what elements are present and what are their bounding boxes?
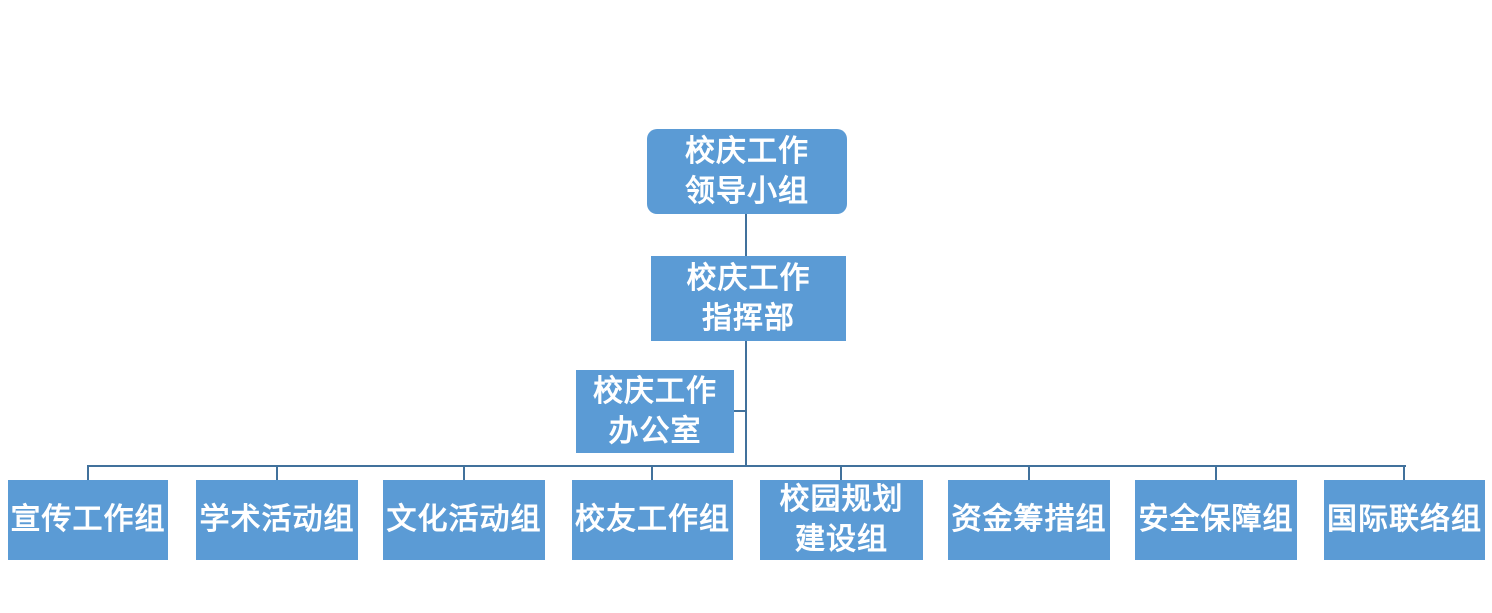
connector-groups-bus (87, 465, 1406, 467)
org-node-fundraising-group: 资金筹措组 (948, 480, 1110, 560)
connector-leading-to-command (745, 213, 747, 257)
org-node-anniversary-command-center: 校庆工作 指挥部 (651, 256, 846, 341)
org-node-international-liaison-group: 国际联络组 (1324, 480, 1485, 560)
org-node-label: 国际联络组 (1327, 503, 1482, 537)
org-node-anniversary-leading-group: 校庆工作 领导小组 (647, 129, 847, 214)
org-node-label: 宣传工作组 (10, 503, 166, 537)
connector-drop-publicity (87, 465, 89, 480)
org-node-label: 校庆工作 办公室 (593, 374, 717, 448)
connector-drop-alumni (651, 465, 653, 480)
org-node-label: 校园规划 建设组 (779, 483, 904, 556)
connector-drop-international (1403, 465, 1405, 480)
org-node-label: 校庆工作 指挥部 (686, 261, 811, 335)
connector-command-to-bus (745, 341, 747, 467)
connector-office-stub (734, 410, 745, 412)
connector-drop-cultural (463, 465, 465, 480)
org-node-label: 安全保障组 (1138, 503, 1294, 537)
org-node-campus-planning-construction-group: 校园规划 建设组 (760, 480, 923, 560)
org-node-cultural-activities-group: 文化活动组 (383, 480, 545, 560)
org-node-label: 校友工作组 (575, 503, 730, 537)
connector-drop-campus-planning (840, 465, 842, 480)
org-node-publicity-work-group: 宣传工作组 (8, 480, 168, 560)
connector-drop-academic (276, 465, 278, 480)
connector-drop-security (1215, 465, 1217, 480)
org-node-security-assurance-group: 安全保障组 (1135, 480, 1297, 560)
org-node-label: 校庆工作 领导小组 (685, 134, 809, 208)
org-node-alumni-work-group: 校友工作组 (572, 480, 733, 560)
connector-drop-fundraising (1028, 465, 1030, 480)
org-node-anniversary-office: 校庆工作 办公室 (576, 370, 734, 453)
org-node-label: 学术活动组 (199, 503, 355, 537)
org-node-academic-activities-group: 学术活动组 (196, 480, 358, 560)
org-node-label: 资金筹措组 (951, 503, 1107, 537)
org-node-label: 文化活动组 (386, 503, 542, 537)
